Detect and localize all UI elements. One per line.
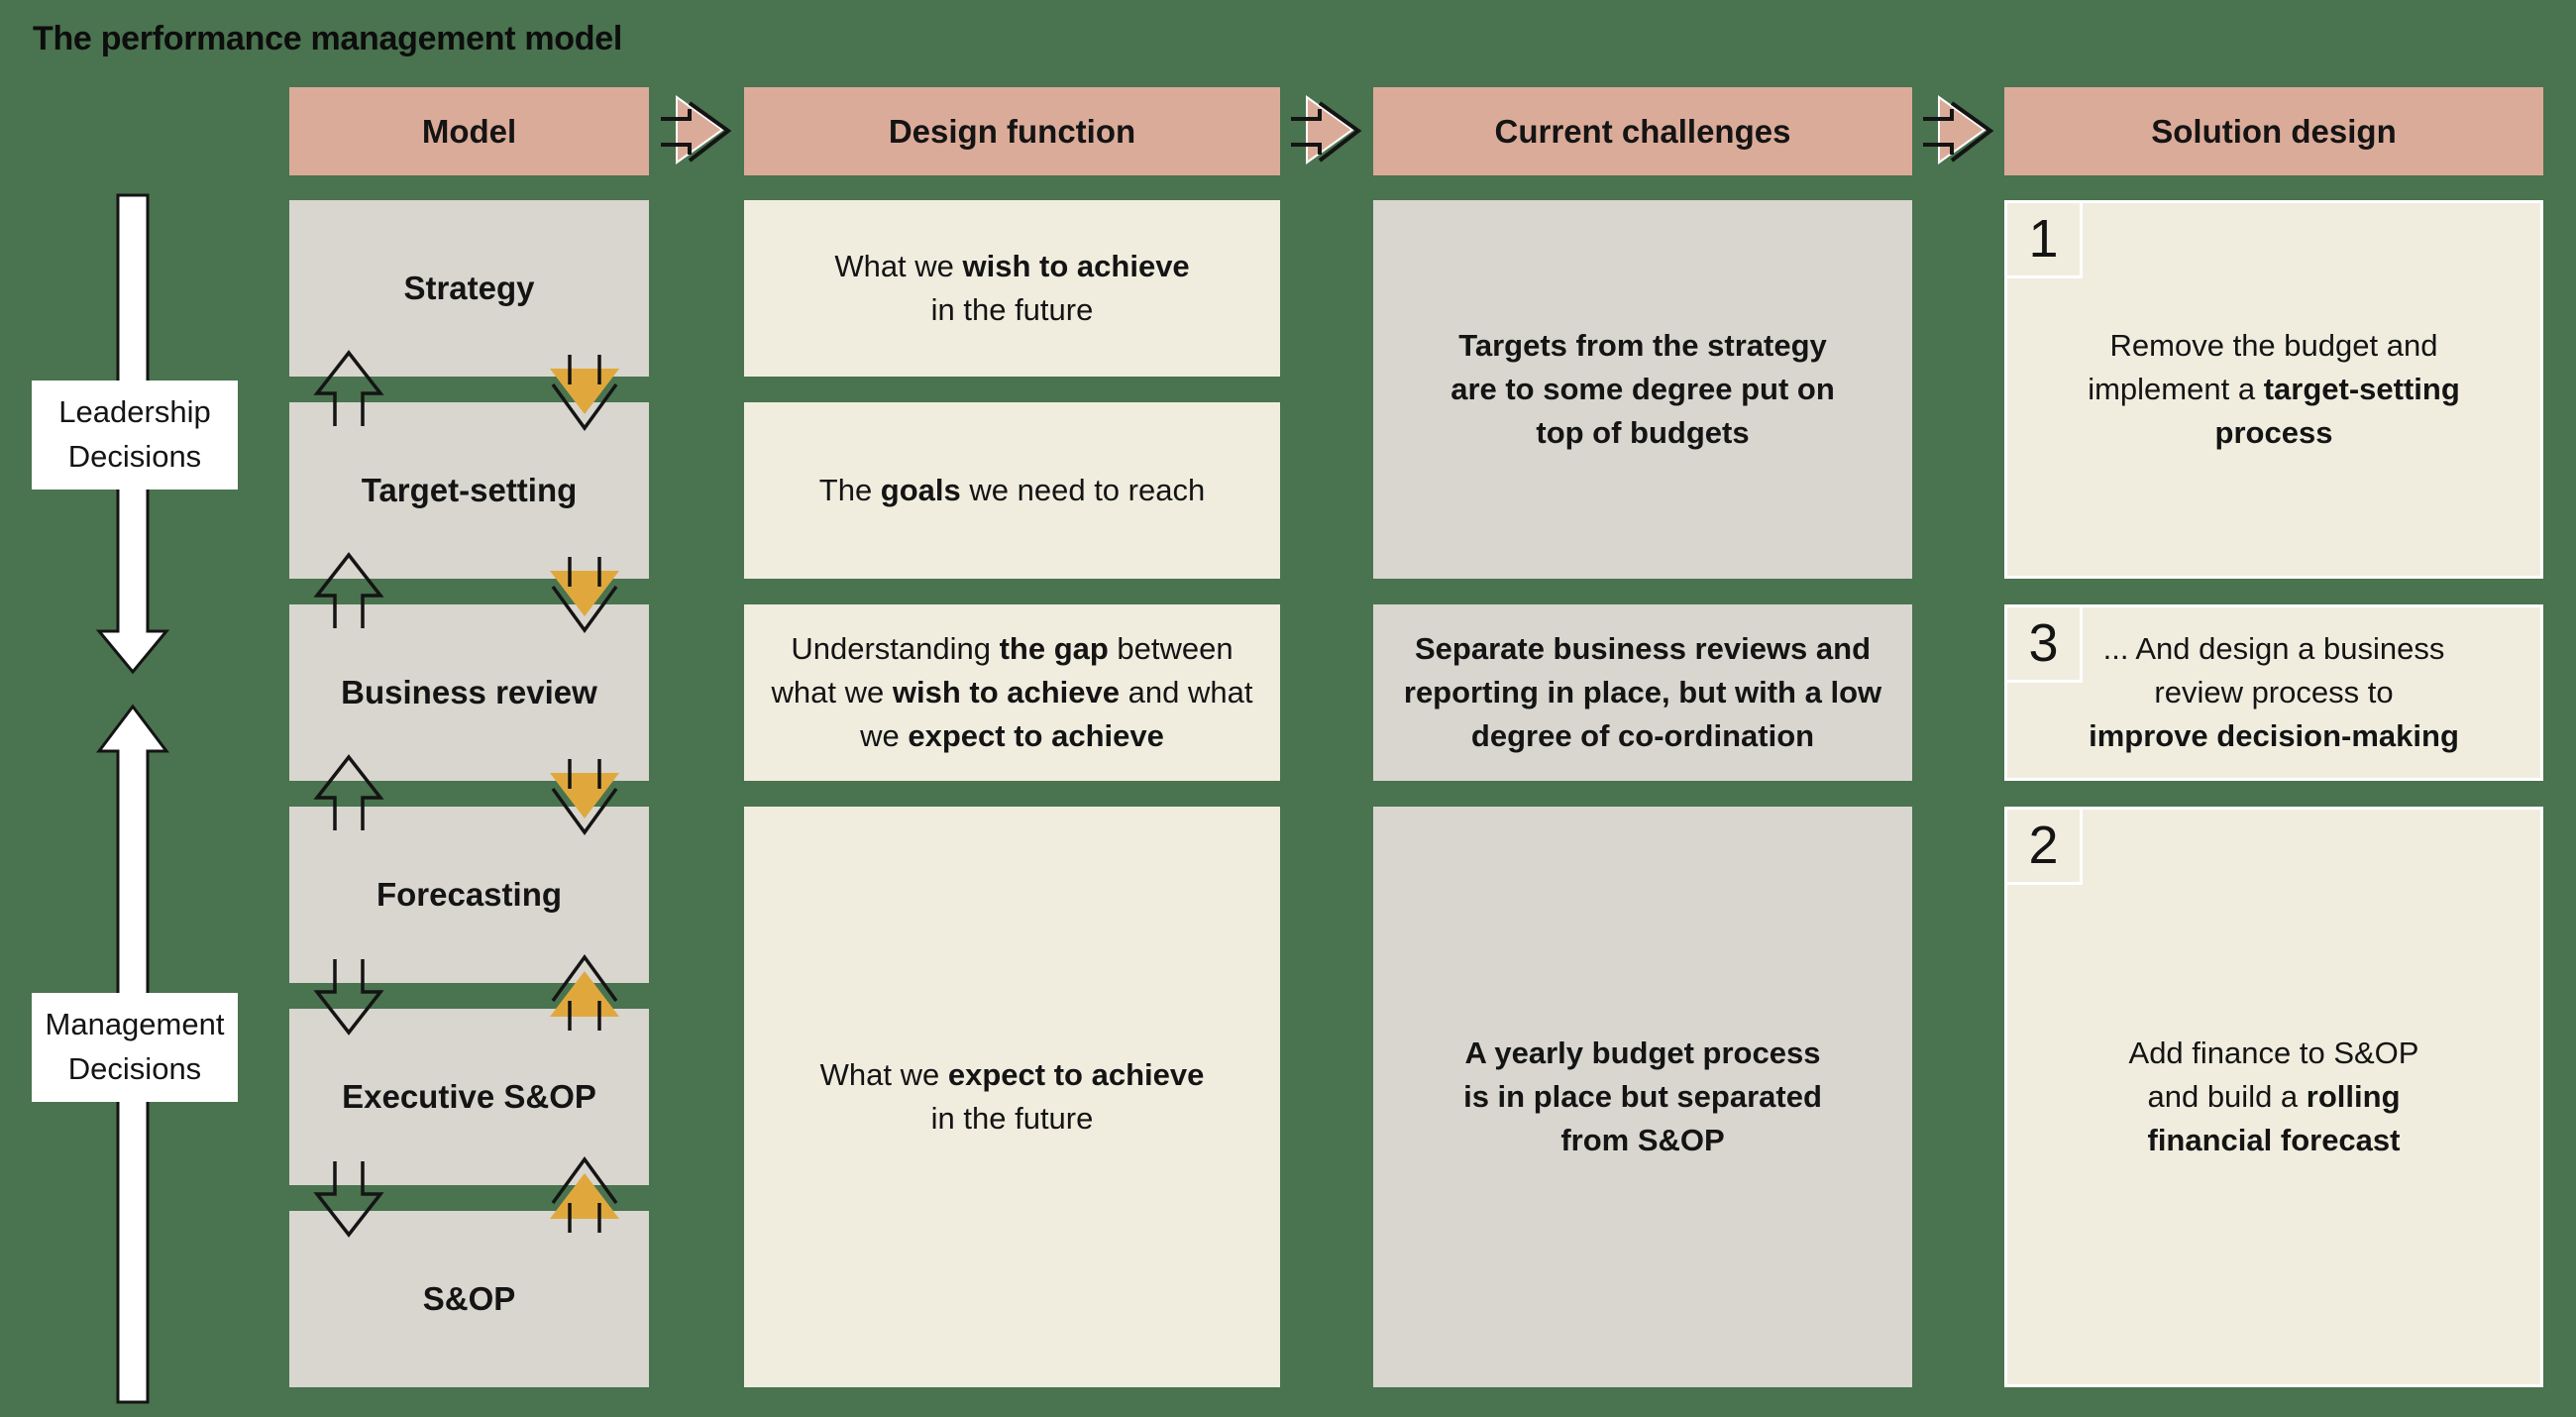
up-open-arrow-icon — [313, 350, 384, 426]
column-header-model: Model — [289, 87, 649, 175]
model-row-label: Executive S&OP — [342, 1078, 596, 1115]
model-row-executive-sop: Executive S&OP — [289, 1009, 649, 1185]
down-gold-arrow-icon — [550, 557, 619, 633]
model-row-strategy: Strategy — [289, 200, 649, 377]
down-gold-arrow-icon — [550, 759, 619, 835]
solution-number: 3 — [2028, 613, 2059, 674]
solution-number-badge: 1 — [2007, 203, 2083, 278]
solution-number-badge: 3 — [2007, 607, 2083, 683]
model-row-business-review: Business review — [289, 604, 649, 781]
solution-number: 2 — [2028, 816, 2059, 876]
column-header-current-challenges: Current challenges — [1373, 87, 1912, 175]
page-title: The performance management model — [33, 20, 622, 57]
design-function-text: The goals we need to reach — [818, 472, 1206, 507]
column-header-solution-design-label: Solution design — [2151, 112, 2397, 150]
up-gold-arrow-icon — [550, 954, 619, 1031]
column-header-model-label: Model — [421, 112, 517, 150]
right-block-arrow-icon — [1923, 95, 1994, 164]
model-row-label: Forecasting — [376, 876, 563, 913]
column-header-design-function-label: Design function — [888, 112, 1136, 150]
model-row-label: Target-setting — [361, 472, 578, 508]
model-connector-2 — [313, 552, 619, 633]
model-connector-1 — [313, 350, 619, 431]
down-open-arrow-icon — [313, 1161, 384, 1238]
model-connector-3 — [313, 754, 619, 835]
solution-number: 1 — [2028, 209, 2059, 270]
solution-number-badge: 2 — [2007, 810, 2083, 885]
down-gold-arrow-icon — [550, 355, 619, 431]
column-header-solution-design: Solution design — [2004, 87, 2543, 175]
right-block-arrow-icon — [1291, 95, 1362, 164]
down-open-arrow-icon — [313, 959, 384, 1036]
column-header-current-challenges-label: Current challenges — [1494, 112, 1791, 150]
model-row-sop: S&OP — [289, 1211, 649, 1387]
up-open-arrow-icon — [313, 754, 384, 830]
model-row-label: Business review — [341, 674, 597, 710]
decision-flow-arrows — [95, 193, 170, 1404]
model-connector-4 — [313, 954, 619, 1036]
up-gold-arrow-icon — [550, 1156, 619, 1233]
model-row-label: Strategy — [403, 270, 535, 306]
right-arrow-outline — [661, 101, 732, 163]
right-block-arrow-icon — [661, 95, 732, 164]
model-row-forecasting: Forecasting — [289, 807, 649, 983]
column-header-design-function: Design function — [744, 87, 1280, 175]
model-connector-5 — [313, 1156, 619, 1238]
model-row-label: S&OP — [422, 1280, 516, 1317]
right-arrow-outline — [1291, 101, 1362, 163]
design-function-box-target-setting: The goals we need to reach — [744, 402, 1280, 579]
up-open-arrow-icon — [313, 552, 384, 628]
right-arrow-outline — [1923, 101, 1994, 163]
model-row-target-setting: Target-setting — [289, 402, 649, 579]
